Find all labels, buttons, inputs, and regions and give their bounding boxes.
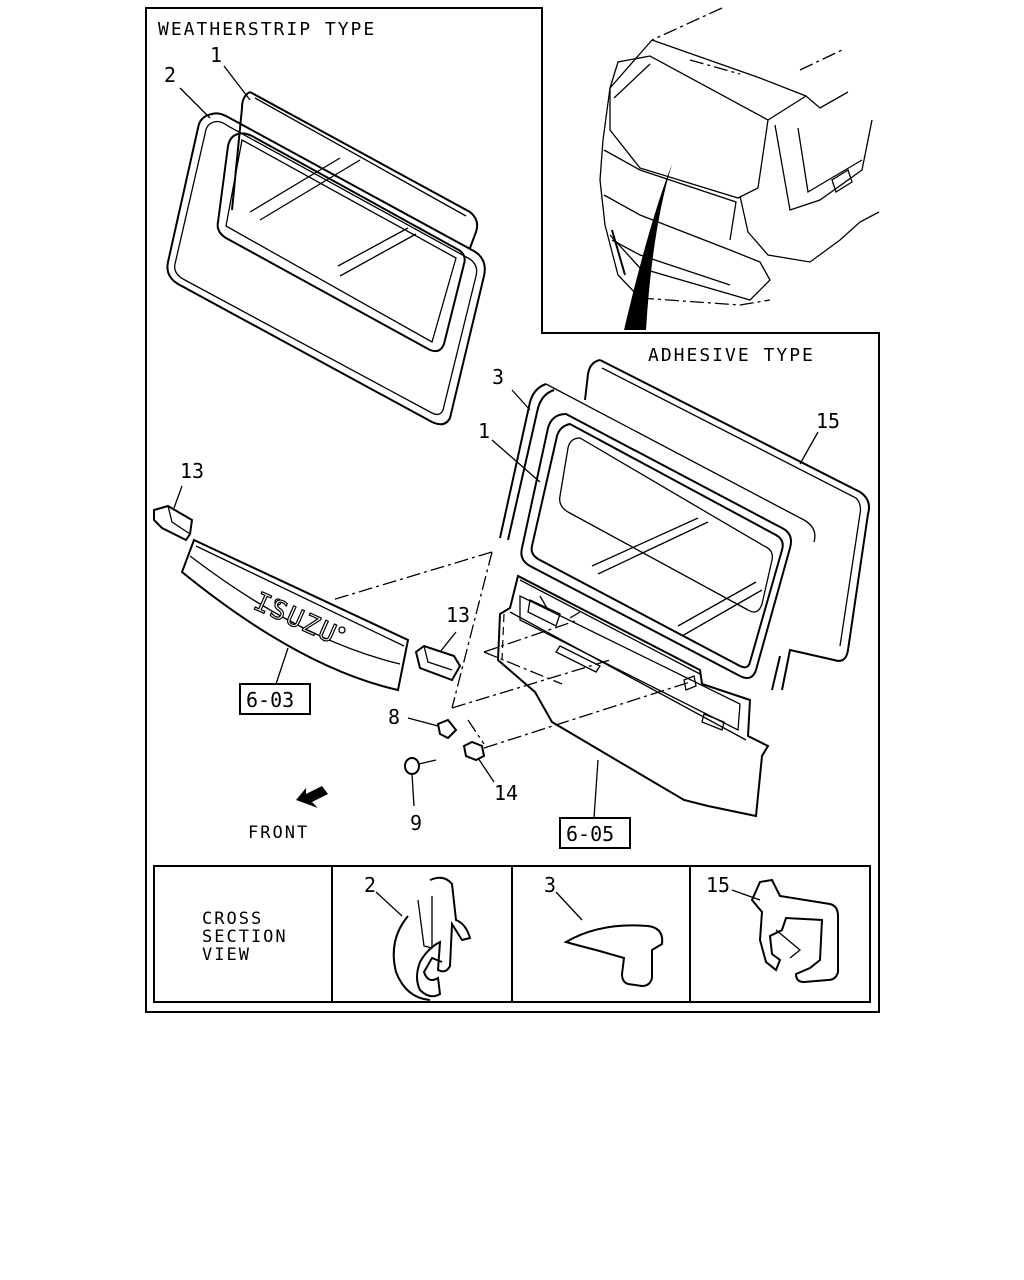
callout-clip-13-right: 13 <box>446 603 470 627</box>
ref-box-garnish: 6-03 <box>239 647 311 715</box>
garnish-clip-left <box>153 504 194 542</box>
profile-callout-3: 3 <box>544 873 556 897</box>
clip-8 <box>436 718 458 740</box>
weatherstrip-glass-assembly <box>166 91 486 426</box>
pointer-swoosh <box>624 164 672 330</box>
profile-molding-3 <box>563 924 664 988</box>
adhesive-glass-assembly <box>499 359 870 691</box>
profile-callout-15: 15 <box>706 873 730 897</box>
vehicle-inset <box>599 7 880 330</box>
callout-ws-2: 2 <box>164 63 176 87</box>
adhesive-type-heading: ADHESIVE TYPE <box>648 345 815 366</box>
license-garnish: ISUZU <box>180 538 410 692</box>
weatherstrip-type-heading: WEATHERSTRIP TYPE <box>158 19 376 40</box>
cross-section-table <box>153 865 871 1003</box>
ref-door-label: 6-05 <box>566 822 614 846</box>
profile-callout-2: 2 <box>364 873 376 897</box>
callout-screw-9: 9 <box>410 811 422 835</box>
cross-section-title-2: SECTION <box>202 927 288 947</box>
callout-ad-1: 1 <box>478 419 490 443</box>
callout-clip-13-left: 13 <box>180 459 204 483</box>
callout-ad-15: 15 <box>816 409 840 433</box>
diagram-frame <box>145 7 880 1013</box>
callout-ws-1: 1 <box>210 43 222 67</box>
callout-ad-3: 3 <box>492 365 504 389</box>
ref-box-door: 6-05 <box>559 759 631 849</box>
profile-weatherstrip-2 <box>392 876 472 1001</box>
front-direction-arrow <box>296 786 328 808</box>
screw-9 <box>404 757 437 775</box>
cross-section-title-1: CROSS <box>202 909 263 929</box>
callout-clip-8: 8 <box>388 705 400 729</box>
isuzu-emblem: ISUZU <box>249 587 342 650</box>
back-door-panel <box>496 574 770 818</box>
profile-dam-15 <box>750 878 839 984</box>
garnish-clip-right <box>414 644 462 682</box>
nut-14 <box>462 740 486 762</box>
callout-nut-14: 14 <box>494 781 518 805</box>
front-direction-label: FRONT <box>248 823 309 843</box>
ref-garnish-label: 6-03 <box>246 688 294 712</box>
cross-section-title-3: VIEW <box>202 945 251 965</box>
